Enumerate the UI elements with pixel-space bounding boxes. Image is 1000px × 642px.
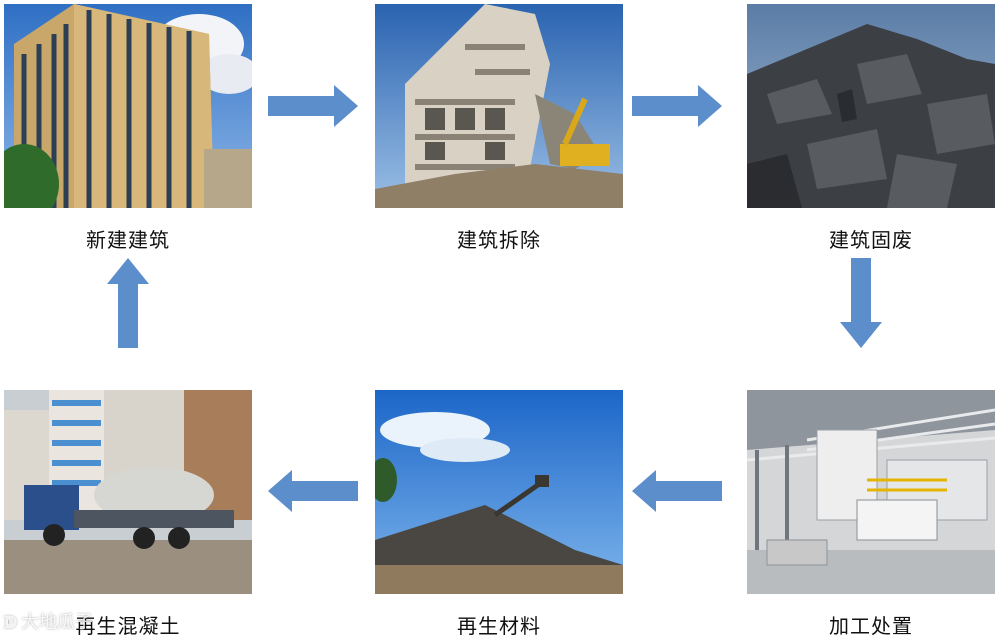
recycled-material-photo bbox=[375, 390, 623, 594]
demolition-label: 建筑拆除 bbox=[375, 224, 623, 253]
watermark-text: 大地瓜子 bbox=[21, 612, 93, 633]
new-building-label: 新建建筑 bbox=[4, 224, 252, 253]
recycled-concrete-photo bbox=[4, 390, 252, 594]
processing-label: 加工处置 bbox=[747, 610, 995, 639]
arrow-left-1 bbox=[632, 470, 722, 512]
recycled-material-label: 再生材料 bbox=[375, 610, 623, 639]
node-recycled-material: 再生材料 bbox=[375, 390, 623, 639]
arrow-right-1 bbox=[268, 85, 358, 127]
demolition-photo bbox=[375, 4, 623, 208]
processing-photo bbox=[747, 390, 995, 594]
node-recycled-concrete: 再生混凝土 bbox=[4, 390, 252, 639]
arrow-left-2 bbox=[268, 470, 358, 512]
new-building-photo bbox=[4, 4, 252, 208]
node-new-building: 新建建筑 bbox=[4, 4, 252, 253]
node-processing: 加工处置 bbox=[747, 390, 995, 639]
node-demolition: 建筑拆除 bbox=[375, 4, 623, 253]
arrow-down bbox=[840, 258, 882, 348]
watermark-logo-icon: ↇ bbox=[4, 612, 17, 633]
arrow-up bbox=[107, 258, 149, 348]
arrow-right-2 bbox=[632, 85, 722, 127]
solid-waste-photo bbox=[747, 4, 995, 208]
node-solid-waste: 建筑固废 bbox=[747, 4, 995, 253]
solid-waste-label: 建筑固废 bbox=[747, 224, 995, 253]
